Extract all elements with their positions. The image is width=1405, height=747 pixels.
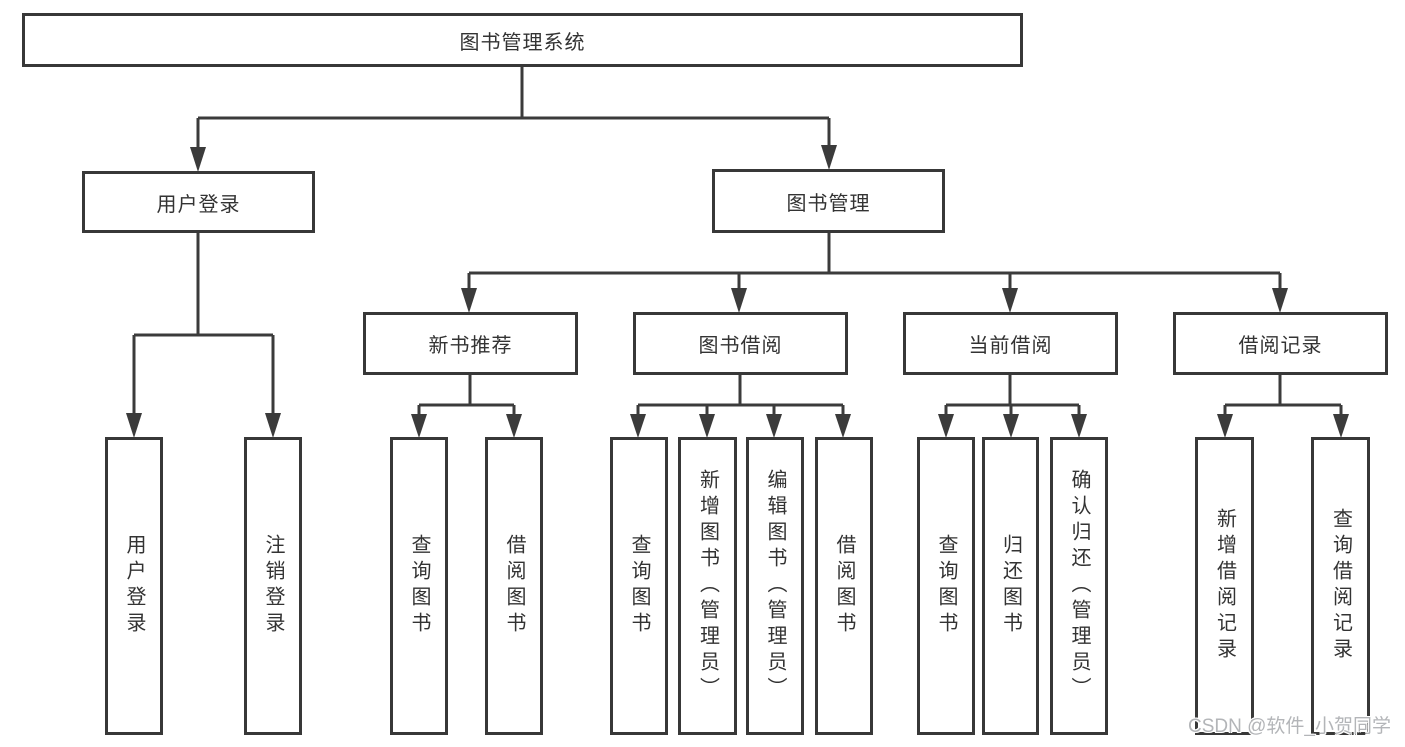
leaf-borrow-books-newrec-label: 借阅图书 — [503, 534, 525, 638]
node-new-book-recommend: 新书推荐 — [363, 312, 578, 375]
leaf-borrow-books-borrowing: 借阅图书 — [815, 437, 873, 735]
connector-root-to-level2 — [190, 67, 837, 172]
node-book-management-label: 图书管理 — [786, 192, 871, 215]
node-borrowing-records: 借阅记录 — [1173, 312, 1388, 375]
leaf-query-books-current: 查询图书 — [917, 437, 975, 735]
leaf-borrow-books-borrowing-label: 借阅图书 — [833, 534, 855, 638]
leaf-query-books-newrec: 查询图书 — [390, 437, 448, 735]
leaf-logout-label: 注销登录 — [262, 534, 284, 638]
connector-book-borrowing-children — [630, 375, 851, 438]
node-borrowing-records-label: 借阅记录 — [1238, 335, 1323, 357]
leaf-edit-books-admin: 编辑图书（管理员） — [746, 437, 804, 735]
leaf-add-borrow-record: 新增借阅记录 — [1195, 437, 1254, 735]
node-user-login-label: 用户登录 — [156, 193, 241, 216]
node-current-borrowing-label: 当前借阅 — [968, 335, 1053, 357]
leaf-add-books-admin-label: 新增图书（管理员） — [696, 469, 719, 703]
csdn-watermark: CSDN @软件_小贺同学 — [1188, 716, 1391, 737]
connector-book-mgmt-children — [461, 233, 1288, 313]
connector-new-book-children — [411, 375, 522, 438]
leaf-add-books-admin: 新增图书（管理员） — [678, 437, 737, 735]
node-root: 图书管理系统 — [22, 13, 1023, 67]
node-book-borrowing-label: 图书借阅 — [698, 335, 783, 357]
connector-current-borrowing-children — [938, 375, 1087, 438]
node-book-borrowing: 图书借阅 — [633, 312, 848, 375]
connector-user-login-children — [126, 233, 281, 438]
leaf-return-books-label: 归还图书 — [999, 534, 1022, 638]
leaf-edit-books-admin-label: 编辑图书（管理员） — [764, 469, 786, 703]
node-book-management: 图书管理 — [712, 169, 945, 233]
connector-borrow-records-children — [1217, 375, 1349, 438]
leaf-confirm-return-admin-label: 确认归还（管理员） — [1068, 469, 1090, 703]
node-current-borrowing: 当前借阅 — [903, 312, 1118, 375]
leaf-add-borrow-record-label: 新增借阅记录 — [1213, 508, 1236, 664]
node-root-label: 图书管理系统 — [459, 31, 586, 54]
leaf-user-login-label: 用户登录 — [123, 534, 145, 638]
leaf-query-books-borrowing: 查询图书 — [610, 437, 668, 735]
node-new-book-recommend-label: 新书推荐 — [428, 335, 513, 357]
leaf-borrow-books-newrec: 借阅图书 — [485, 437, 543, 735]
leaf-confirm-return-admin: 确认归还（管理员） — [1050, 437, 1108, 735]
leaf-query-books-newrec-label: 查询图书 — [408, 534, 430, 638]
leaf-query-books-current-label: 查询图书 — [935, 534, 957, 638]
leaf-query-books-borrowing-label: 查询图书 — [628, 534, 650, 638]
node-user-login: 用户登录 — [82, 171, 315, 233]
leaf-query-borrow-record-label: 查询借阅记录 — [1329, 508, 1352, 664]
leaf-query-borrow-record: 查询借阅记录 — [1311, 437, 1370, 735]
leaf-user-login: 用户登录 — [105, 437, 163, 735]
leaf-return-books: 归还图书 — [982, 437, 1039, 735]
leaf-logout: 注销登录 — [244, 437, 302, 735]
